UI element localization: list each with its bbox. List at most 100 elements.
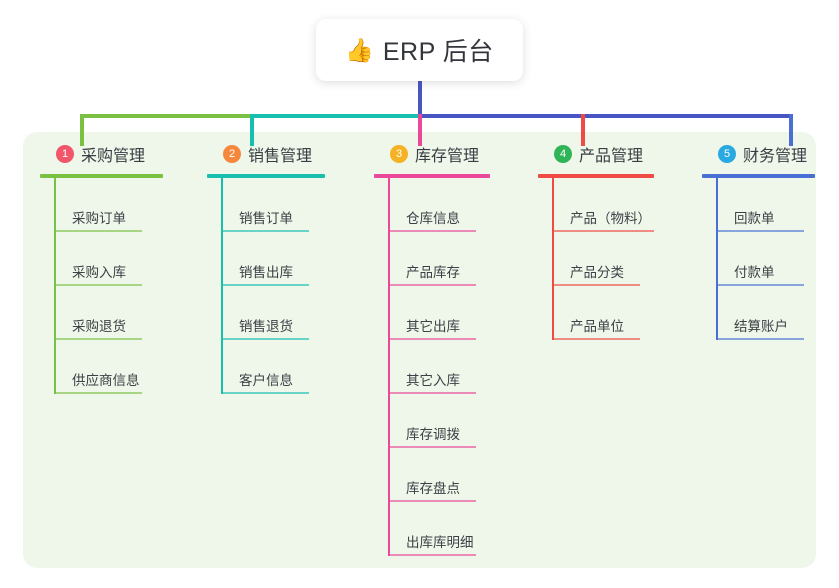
branch-item-list: 仓库信息产品库存其它出库其它入库库存调拨库存盘点出库库明细 xyxy=(374,178,534,556)
branch-item-rule xyxy=(388,500,476,502)
branch-item[interactable]: 供应商信息 xyxy=(54,340,200,394)
branch-item[interactable]: 付款单 xyxy=(716,232,839,286)
branch-item-label: 付款单 xyxy=(734,265,775,280)
branch-spine xyxy=(54,178,56,394)
branch-item-label: 产品分类 xyxy=(570,265,624,280)
branch-item-rule xyxy=(552,284,640,286)
branch-item[interactable]: 销售退货 xyxy=(221,286,367,340)
branch-item-label: 产品（物料） xyxy=(570,211,651,226)
branch-item[interactable]: 客户信息 xyxy=(221,340,367,394)
branch-item[interactable]: 出库库明细 xyxy=(388,502,534,556)
branch-spine xyxy=(716,178,718,340)
branch-item-rule xyxy=(221,392,309,394)
branch-item-label: 结算账户 xyxy=(734,319,788,334)
branch-title: 销售管理 xyxy=(248,148,313,165)
branch-item-label: 采购订单 xyxy=(72,211,126,226)
branch-title: 库存管理 xyxy=(415,148,480,165)
branch-item[interactable]: 回款单 xyxy=(716,178,839,232)
branch-item-rule xyxy=(388,554,476,556)
branch-header-5[interactable]: 5 财务管理 xyxy=(702,140,839,168)
branch-item[interactable]: 库存盘点 xyxy=(388,448,534,502)
branch-item[interactable]: 产品库存 xyxy=(388,232,534,286)
branch-item-rule xyxy=(388,284,476,286)
branch-item-rule xyxy=(54,284,142,286)
branch-item-label: 销售订单 xyxy=(239,211,293,226)
branch-item-label: 仓库信息 xyxy=(406,211,460,226)
branch-header-4[interactable]: 4 产品管理 xyxy=(538,140,698,168)
branch-item-label: 销售出库 xyxy=(239,265,293,280)
root-title: ERP 后台 xyxy=(382,38,494,66)
branch-column-4: 4 产品管理产品（物料） 产品分类产品单位 xyxy=(538,140,698,340)
branch-item[interactable]: 其它出库 xyxy=(388,286,534,340)
branch-item[interactable]: 其它入库 xyxy=(388,340,534,394)
branch-item-label: 库存调拨 xyxy=(406,427,460,442)
branch-item-rule xyxy=(388,392,476,394)
branch-header-rule xyxy=(702,174,815,178)
branch-item[interactable]: 采购订单 xyxy=(54,178,200,232)
branch-item-rule xyxy=(716,338,804,340)
branch-number-badge: 2 xyxy=(223,145,241,163)
branch-title: 采购管理 xyxy=(81,148,146,165)
branch-item[interactable]: 采购退货 xyxy=(54,286,200,340)
branch-item[interactable]: 库存调拨 xyxy=(388,394,534,448)
branch-item-label: 产品单位 xyxy=(570,319,624,334)
branch-item-rule xyxy=(552,230,654,232)
branch-number-badge: 4 xyxy=(554,145,572,163)
branch-item-label: 供应商信息 xyxy=(72,373,140,388)
branch-header-3[interactable]: 3 库存管理 xyxy=(374,140,534,168)
branch-item-label: 库存盘点 xyxy=(406,481,460,496)
branch-number-badge: 5 xyxy=(718,145,736,163)
branch-column-1: 1 采购管理采购订单采购入库采购退货供应商信息 xyxy=(40,140,200,394)
branch-column-5: 5 财务管理回款单付款单结算账户 xyxy=(702,140,839,340)
branch-item-list: 销售订单销售出库销售退货客户信息 xyxy=(207,178,367,394)
branch-item-rule xyxy=(388,230,476,232)
branch-item-rule xyxy=(54,338,142,340)
branch-item-rule xyxy=(388,446,476,448)
branch-header-1[interactable]: 1 采购管理 xyxy=(40,140,200,168)
branch-item-rule xyxy=(54,392,142,394)
branches-panel xyxy=(23,132,816,568)
branch-title: 财务管理 xyxy=(743,148,808,165)
branch-item-label: 采购退货 xyxy=(72,319,126,334)
branch-item-rule xyxy=(716,230,804,232)
branch-item-rule xyxy=(221,230,309,232)
branch-spine xyxy=(552,178,554,340)
branch-header-rule xyxy=(538,174,654,178)
branch-item-rule xyxy=(388,338,476,340)
branch-header-rule xyxy=(40,174,163,178)
branch-item-label: 其它入库 xyxy=(406,373,460,388)
branch-number-badge: 3 xyxy=(390,145,408,163)
branch-item-list: 产品（物料） 产品分类产品单位 xyxy=(538,178,698,340)
branch-item[interactable]: 产品单位 xyxy=(552,286,698,340)
branch-item[interactable]: 销售出库 xyxy=(221,232,367,286)
branch-item-rule xyxy=(552,338,640,340)
branch-item-label: 销售退货 xyxy=(239,319,293,334)
branch-item-rule xyxy=(716,284,804,286)
branch-spine xyxy=(221,178,223,394)
branch-number-badge: 1 xyxy=(56,145,74,163)
branch-item[interactable]: 采购入库 xyxy=(54,232,200,286)
branch-item-label: 采购入库 xyxy=(72,265,126,280)
branch-item-label: 其它出库 xyxy=(406,319,460,334)
branch-item[interactable]: 产品（物料） xyxy=(552,178,698,232)
branch-column-3: 3 库存管理仓库信息产品库存其它出库其它入库库存调拨库存盘点出库库明细 xyxy=(374,140,534,556)
branch-item[interactable]: 销售订单 xyxy=(221,178,367,232)
branch-title: 产品管理 xyxy=(579,148,644,165)
thumbs-up-icon: 👍 xyxy=(345,37,374,63)
branch-item-rule xyxy=(221,284,309,286)
branch-item[interactable]: 仓库信息 xyxy=(388,178,534,232)
branch-header-2[interactable]: 2 销售管理 xyxy=(207,140,367,168)
branch-item-label: 产品库存 xyxy=(406,265,460,280)
branch-header-rule xyxy=(374,174,490,178)
branch-item[interactable]: 产品分类 xyxy=(552,232,698,286)
branch-item-list: 采购订单采购入库采购退货供应商信息 xyxy=(40,178,200,394)
root-node[interactable]: 👍 ERP 后台 xyxy=(316,19,523,81)
branch-spine xyxy=(388,178,390,556)
branch-item-label: 出库库明细 xyxy=(406,535,474,550)
branch-item-rule xyxy=(221,338,309,340)
branch-item[interactable]: 结算账户 xyxy=(716,286,839,340)
branch-column-2: 2 销售管理销售订单销售出库销售退货客户信息 xyxy=(207,140,367,394)
branch-header-rule xyxy=(207,174,325,178)
branch-item-list: 回款单付款单结算账户 xyxy=(702,178,839,340)
